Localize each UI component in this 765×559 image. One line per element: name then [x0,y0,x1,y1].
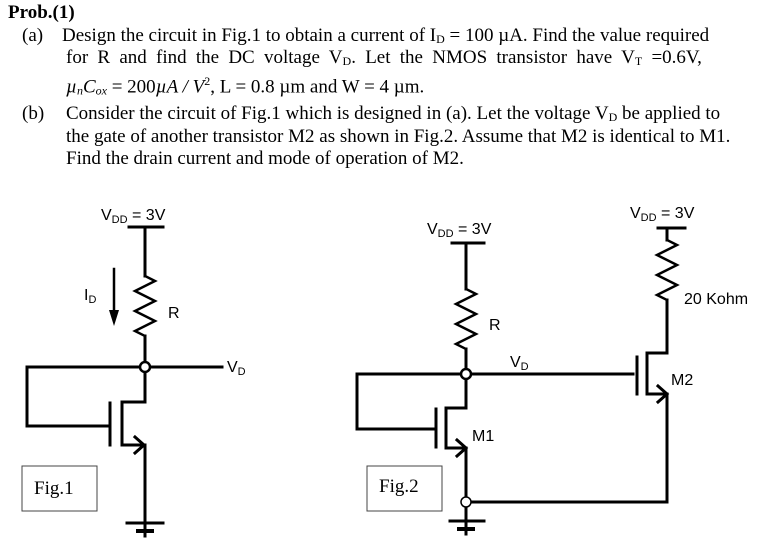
part-a-line-3: µnCox = 200µA / V2, L = 0.8 µm and W = 4… [66,70,424,101]
fig2-right-vdd-label: VDD = 3V [630,205,695,224]
current-arrowhead [109,310,119,326]
subscript: T [634,54,643,68]
source-node [460,496,472,508]
subscript: D [608,110,618,124]
m2-label: M2 [671,372,693,389]
fig1-caption: Fig.1 [34,478,74,499]
text: Design the circuit in Fig.1 to obtain a … [62,25,437,46]
text: , L = 0.8 µm and W = 4 µm. [210,76,425,98]
text: be applied to [617,103,721,124]
fig2-vd-label: VD [510,354,529,373]
part-b-line-3: Find the drain current and mode of opera… [66,148,464,169]
fig2-m2-circuit [635,226,687,504]
resistor-r [132,274,158,338]
subscript: ox [95,83,107,98]
m2-channel [645,351,669,396]
fig2-caption-box [366,465,443,512]
subscript: D [342,54,352,68]
text: = 100 µA. Find the value required [444,25,710,46]
text: µA / V [155,76,205,98]
fig1-vdd-label: VDD = 3V [101,207,166,226]
text: . Let the NMOS transistor have V [351,47,635,68]
fig2-20kohm-label: 20 Kohm [684,291,748,308]
problem-title: Prob.(1) [8,2,75,23]
text: =0.6V, [642,47,702,68]
fig2-r-label: R [489,317,501,334]
fig1-vd-label: VD [227,359,246,378]
fig2-m1-circuit [355,241,669,536]
text: for R and find the DC voltage V [66,47,343,68]
part-b-marker: (b) [22,103,45,124]
mu-symbol: µ [66,76,77,98]
vd-node [459,367,473,381]
m1-channel [444,377,468,450]
m1-label: M1 [472,428,494,445]
m1-channel [120,370,147,447]
part-a-marker: (a) [22,25,44,46]
fig1-circuit [25,225,224,538]
subscript: D [436,32,445,46]
fig1-caption-box [21,465,98,512]
fig1-r-label: R [168,305,180,322]
part-b-line-2: the gate of another transistor M2 as sho… [66,126,731,147]
fig2-caption: Fig.2 [379,476,419,497]
superscript: 2 [204,74,211,88]
resistor-20kohm [654,238,680,302]
part-b-line-1: Consider the circuit of Fig.1 which is d… [66,103,720,128]
fig2-left-vdd-label: VDD = 3V [427,221,492,240]
text: C [82,76,96,98]
vd-node [138,360,152,374]
part-a-line-1: Design the circuit in Fig.1 to obtain a … [62,25,755,50]
resistor-r [453,287,479,351]
subscript: n [76,83,83,98]
part-a-line-2: for R and find the DC voltage VD. Let th… [66,47,702,72]
fig1-id-label: ID [84,287,96,306]
text: = 200 [106,76,156,98]
text: Consider the circuit of Fig.1 which is d… [66,103,609,124]
